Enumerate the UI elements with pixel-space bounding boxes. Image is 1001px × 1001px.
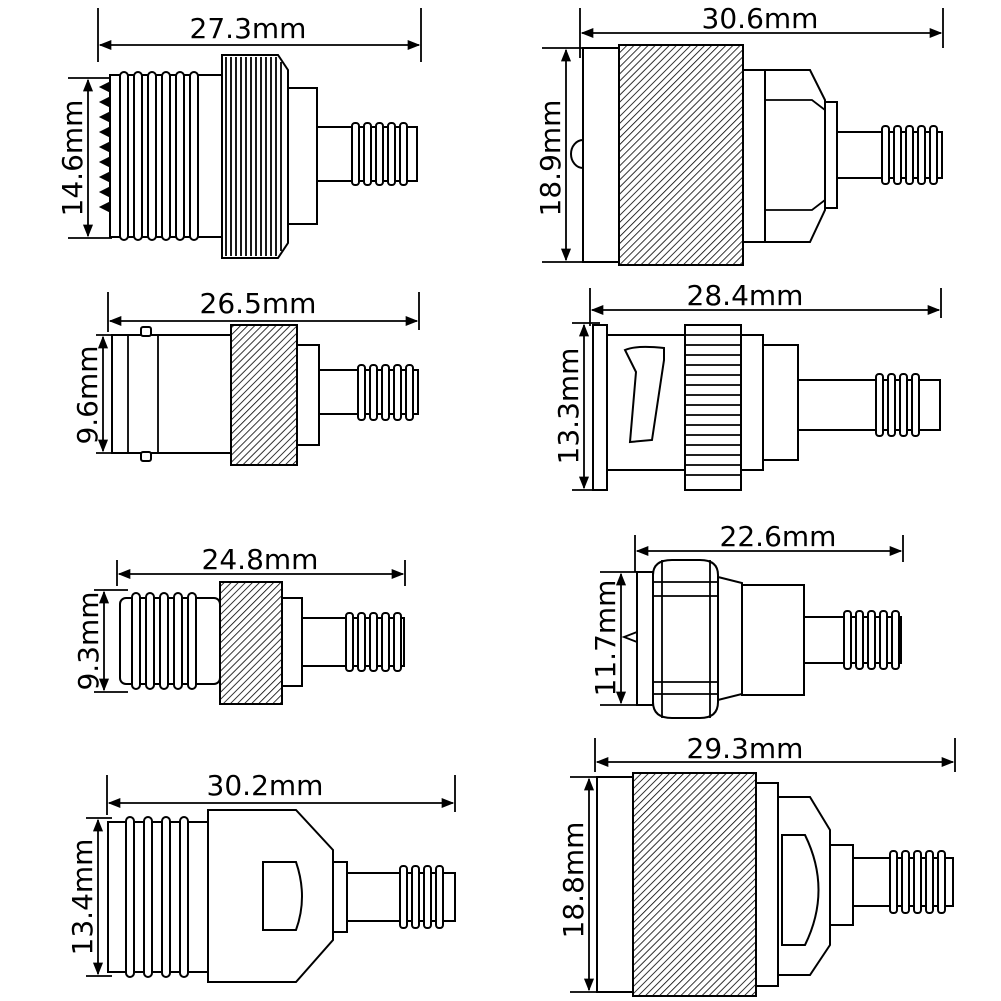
height-dimension-c3: 9.6mm bbox=[71, 334, 132, 454]
length-label-c3: 26.5mm bbox=[200, 287, 317, 320]
length-dimension-c8: 29.3mm bbox=[594, 732, 956, 772]
length-label-c8: 29.3mm bbox=[687, 732, 804, 765]
connector-c4: 28.4mm 13.3mm bbox=[552, 279, 942, 491]
crimp-ferrule-c5 bbox=[345, 612, 402, 672]
height-dimension-c4: 13.3mm bbox=[552, 322, 600, 491]
length-dimension-c4: 28.4mm bbox=[589, 279, 942, 326]
height-label-c2: 18.9mm bbox=[534, 100, 567, 217]
threads-c7 bbox=[125, 816, 189, 978]
length-label-c4: 28.4mm bbox=[687, 279, 804, 312]
length-label-c1: 27.3mm bbox=[190, 12, 307, 45]
height-dimension-c5: 9.3mm bbox=[72, 589, 128, 693]
crimp-ferrule-c6 bbox=[843, 610, 900, 670]
crimp-ferrule-c7 bbox=[399, 865, 444, 929]
connector-c7: 30.2mm 13.4mm bbox=[66, 769, 456, 983]
height-label-c6: 11.7mm bbox=[589, 580, 622, 697]
height-label-c7: 13.4mm bbox=[66, 839, 99, 956]
connector-c2: 30.6mm 18.9mm bbox=[534, 2, 944, 266]
height-dimension-c2: 18.9mm bbox=[534, 47, 585, 263]
length-dimension-c5: 24.8mm bbox=[116, 543, 406, 586]
height-label-c8: 18.8mm bbox=[557, 822, 590, 939]
length-dimension-c7: 30.2mm bbox=[106, 769, 456, 815]
connector-c5: 24.8mm 9.3mm bbox=[72, 543, 406, 705]
length-dimension-c6: 22.6mm bbox=[634, 520, 904, 572]
length-label-c7: 30.2mm bbox=[207, 769, 324, 802]
crimp-ferrule-c3 bbox=[357, 364, 414, 421]
height-dimension-c7: 13.4mm bbox=[66, 817, 112, 977]
length-dimension-c1: 27.3mm bbox=[97, 8, 422, 62]
threads-c1 bbox=[119, 71, 199, 241]
connector-c3: 26.5mm 9.6mm bbox=[71, 287, 420, 466]
length-dimension-c2: 30.6mm bbox=[579, 2, 944, 58]
crimp-ferrule-c8 bbox=[889, 850, 946, 914]
height-dimension-c1: 14.6mm bbox=[56, 77, 112, 239]
height-label-c3: 9.6mm bbox=[71, 345, 104, 444]
connector-c6: 22.6mm 11.7mm bbox=[589, 520, 904, 719]
thread-triangles-c1 bbox=[98, 81, 111, 213]
threads-c5 bbox=[131, 592, 197, 690]
crimp-ferrule-c2 bbox=[881, 125, 938, 185]
length-dimension-c3: 26.5mm bbox=[107, 287, 420, 332]
height-label-c5: 9.3mm bbox=[72, 591, 105, 690]
length-label-c2: 30.6mm bbox=[702, 2, 819, 35]
height-dimension-c6: 11.7mm bbox=[589, 571, 640, 706]
height-label-c4: 13.3mm bbox=[552, 348, 585, 465]
height-dimension-c8: 18.8mm bbox=[557, 776, 600, 993]
length-label-c5: 24.8mm bbox=[202, 543, 319, 576]
crimp-ferrule-c4 bbox=[875, 373, 920, 437]
length-label-c6: 22.6mm bbox=[720, 520, 837, 553]
height-label-c1: 14.6mm bbox=[56, 100, 89, 217]
connector-c8: 29.3mm 18.8mm bbox=[557, 732, 956, 997]
crimp-ferrule-c1 bbox=[351, 122, 408, 186]
connector-c1: 27.3mm 14.6mm bbox=[56, 8, 422, 259]
